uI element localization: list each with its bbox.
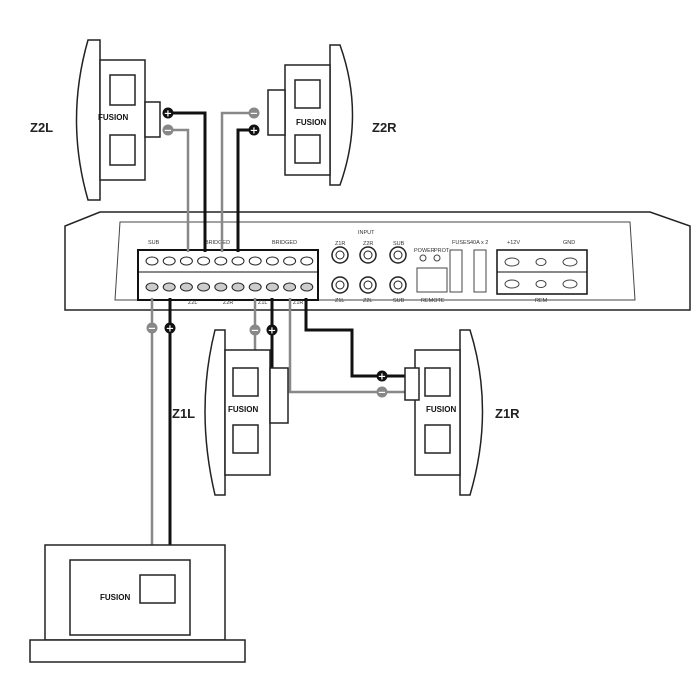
plus-icon: +	[164, 322, 176, 335]
rca-label: SUB	[393, 241, 405, 247]
rca-label: SUB	[393, 298, 405, 304]
brand-logo: FUSION	[296, 118, 326, 127]
speaker-z1r: FUSION	[404, 329, 484, 496]
rca-label: Z2L	[363, 298, 372, 304]
remote-label: REMOTE	[421, 298, 445, 304]
label-z1r: Z1R	[293, 300, 303, 306]
power-label: POWER	[414, 248, 435, 254]
svg-text:+: +	[378, 372, 386, 383]
speaker-z2r: FUSION	[267, 44, 354, 186]
screw-terminal[interactable]	[214, 256, 228, 266]
power-led	[419, 254, 427, 262]
wire-terminal[interactable]	[265, 282, 279, 292]
wire-terminal[interactable]	[197, 282, 211, 292]
gnd-label: GND	[563, 240, 575, 246]
minus-icon: −	[248, 107, 260, 120]
wire-terminal[interactable]	[179, 282, 193, 292]
screw-terminal[interactable]	[265, 256, 279, 266]
brand-logo: FUSION	[98, 113, 128, 122]
label-z2l: Z2L	[188, 300, 197, 306]
rca-label: Z2R	[363, 241, 373, 247]
rca-input-jack[interactable]	[331, 276, 349, 294]
rca-input-jack[interactable]	[389, 276, 407, 294]
screw-terminal[interactable]	[300, 256, 314, 266]
amplifier: SUB BRIDGED BRIDGED Z2L Z2R Z1L Z1R INPU…	[64, 211, 691, 311]
screw-terminal[interactable]	[179, 256, 193, 266]
fuse-2	[473, 249, 487, 293]
svg-text:+: +	[166, 324, 174, 335]
remote-port[interactable]	[416, 267, 448, 293]
svg-text:−: −	[250, 109, 258, 120]
brand-logo: FUSION	[426, 405, 456, 414]
plus-icon: +	[376, 370, 388, 383]
speaker-label-z2l: Z2L	[30, 120, 53, 135]
svg-text:−: −	[164, 126, 172, 137]
wires	[150, 111, 406, 545]
svg-text:−: −	[148, 324, 156, 335]
speaker-label-z1r: Z1R	[495, 406, 520, 421]
rca-input-jack[interactable]	[359, 246, 377, 264]
label-bridged-2: BRIDGED	[272, 240, 297, 246]
rca-label: Z1L	[335, 298, 344, 304]
label-z1l: Z1L	[258, 300, 267, 306]
prot-label: PROT	[434, 248, 450, 254]
screw-terminal[interactable]	[283, 256, 297, 266]
wire-terminal[interactable]	[300, 282, 314, 292]
rca-label: Z1R	[335, 241, 345, 247]
wire-terminal[interactable]	[214, 282, 228, 292]
fuse-1	[449, 249, 463, 293]
rca-input-jack[interactable]	[331, 246, 349, 264]
speaker-label-z1l: Z1L	[172, 406, 195, 421]
screw-terminal[interactable]	[162, 256, 176, 266]
speaker-label-z2r: Z2R	[372, 120, 397, 135]
fuses-label: FUSES	[452, 240, 471, 246]
plus-icon: +	[266, 324, 278, 337]
rem-label: REM	[535, 298, 548, 304]
svg-text:+: +	[250, 126, 258, 137]
label-sub: SUB	[148, 240, 160, 246]
label-z2r: Z2R	[223, 300, 233, 306]
screw-terminal[interactable]	[248, 256, 262, 266]
prot-led	[433, 254, 441, 262]
svg-text:−: −	[378, 388, 386, 399]
wire-terminal[interactable]	[248, 282, 262, 292]
brand-logo: FUSION	[100, 593, 130, 602]
svg-text:+: +	[268, 326, 276, 337]
svg-text:−: −	[251, 326, 259, 337]
wire-terminal[interactable]	[283, 282, 297, 292]
minus-icon: −	[376, 386, 388, 399]
label-bridged-1: BRIDGED	[205, 240, 230, 246]
wire-terminal[interactable]	[162, 282, 176, 292]
wire-terminal[interactable]	[145, 282, 159, 292]
minus-icon: −	[249, 324, 261, 337]
minus-icon: −	[146, 322, 158, 335]
plus12v-label: +12V	[507, 240, 520, 246]
speaker-z1l: FUSION	[204, 329, 289, 496]
subwoofer: FUSION	[29, 544, 246, 663]
plus-icon: +	[248, 124, 260, 137]
plus-icon: +	[162, 107, 174, 120]
screw-terminal[interactable]	[231, 256, 245, 266]
brand-logo: FUSION	[228, 405, 258, 414]
rca-input-jack[interactable]	[359, 276, 377, 294]
screw-terminal[interactable]	[197, 256, 211, 266]
fuse-rating-label: 40A x 2	[470, 240, 488, 246]
speaker-z2l: FUSION	[75, 39, 161, 201]
label-input: INPUT	[358, 230, 375, 236]
rca-input-jack[interactable]	[389, 246, 407, 264]
wire-terminal[interactable]	[231, 282, 245, 292]
screw-terminal[interactable]	[145, 256, 159, 266]
svg-text:+: +	[164, 109, 172, 120]
minus-icon: −	[162, 124, 174, 137]
